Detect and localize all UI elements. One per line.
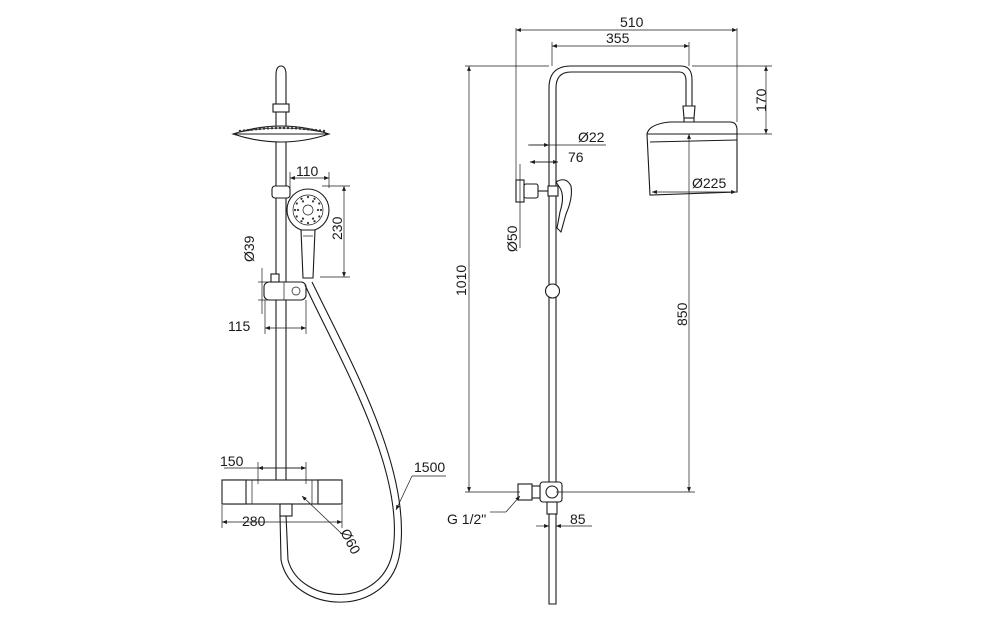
nozzle-dot [313, 220, 316, 223]
nozzle-dot [293, 208, 297, 212]
dim-wall-offset: 76 [568, 149, 584, 165]
nozzle-dot [290, 127, 294, 130]
rail-ball [544, 283, 561, 299]
nozzle-dot [294, 127, 298, 130]
nozzle-dot [311, 217, 315, 220]
dim-head-diameter: Ø225 [692, 175, 726, 191]
dim-valve-diameter: Ø60 [337, 526, 364, 557]
overhead-shower-head-side [646, 121, 738, 196]
nozzle-dot [302, 127, 306, 131]
nozzle-dot [274, 126, 278, 130]
side-view: 510 355 170 1010 850 Ø22 76 Ø225 Ø5 [447, 14, 772, 605]
dim-inlet-height: 850 [674, 302, 690, 326]
nozzle-dot [316, 208, 320, 212]
nozzle-dot [258, 127, 262, 131]
rail-clip-middle [271, 185, 291, 199]
nozzle-dot [296, 208, 300, 212]
nozzle-dot [319, 208, 323, 212]
nozzle-dot [246, 128, 250, 132]
nozzle-dot [238, 129, 242, 133]
nozzle-dot [300, 197, 303, 200]
nozzle-dot [318, 129, 322, 132]
nozzle-dot [278, 126, 282, 130]
nozzle-dot [300, 220, 303, 223]
nozzle-dot [270, 127, 274, 130]
thermostatic-valve [221, 479, 343, 517]
valve-side [517, 481, 563, 515]
nozzle-dot [314, 128, 318, 132]
nozzle-dot [318, 215, 321, 218]
nozzle-dot [310, 128, 314, 131]
dim-hose-length: 1500 [414, 459, 445, 475]
nozzle-dot [254, 128, 258, 131]
nozzle-dot [306, 195, 310, 199]
rail-clip [272, 103, 290, 113]
front-view: 110 230 Ø39 115 150 280 Ø60 1500 [220, 65, 446, 603]
dim-arm-length: 355 [606, 30, 630, 46]
nozzle-dot [306, 128, 310, 131]
dim-bracket-diameter: Ø50 [504, 225, 520, 252]
dim-holder-diameter: Ø39 [241, 235, 257, 262]
nozzle-dot [301, 217, 305, 220]
nozzle-dot [298, 127, 302, 130]
dim-outlet-offset: 85 [570, 511, 586, 527]
dim-overall-height: 1010 [453, 265, 469, 296]
nozzle-dot [286, 126, 290, 130]
riser-rail [275, 65, 287, 481]
dim-holder-offset: 115 [228, 318, 251, 334]
nozzle-dot [295, 202, 298, 205]
nozzle-dot [313, 197, 316, 200]
nozzle-dot [295, 215, 298, 218]
dim-valve-width: 280 [242, 513, 266, 529]
nozzle-dot [311, 200, 315, 203]
nozzle-dot [266, 127, 270, 130]
dim-hand-shower-height: 230 [329, 216, 345, 240]
dim-valve-center: 150 [220, 453, 244, 469]
nozzle-dot [306, 221, 310, 225]
nozzle-dot [301, 200, 305, 203]
nozzle-dot [322, 129, 326, 133]
shower-hose [285, 284, 395, 595]
nozzle-dot [250, 128, 254, 131]
nozzle-dot [262, 127, 266, 130]
dim-pipe-diameter: Ø22 [578, 129, 605, 145]
dim-hand-shower-width: 110 [296, 163, 319, 179]
hand-shower [286, 188, 330, 279]
dim-thread: G 1/2" [447, 511, 486, 527]
dim-head-drop: 170 [753, 88, 769, 112]
hand-shower-side [555, 179, 572, 234]
dim-overall-width: 510 [620, 14, 644, 30]
nozzle-dot [242, 129, 246, 132]
nozzle-dot [282, 126, 286, 130]
nozzle-dot [318, 202, 321, 205]
slide-holder [263, 273, 307, 301]
overhead-shower-head-front [231, 125, 331, 143]
